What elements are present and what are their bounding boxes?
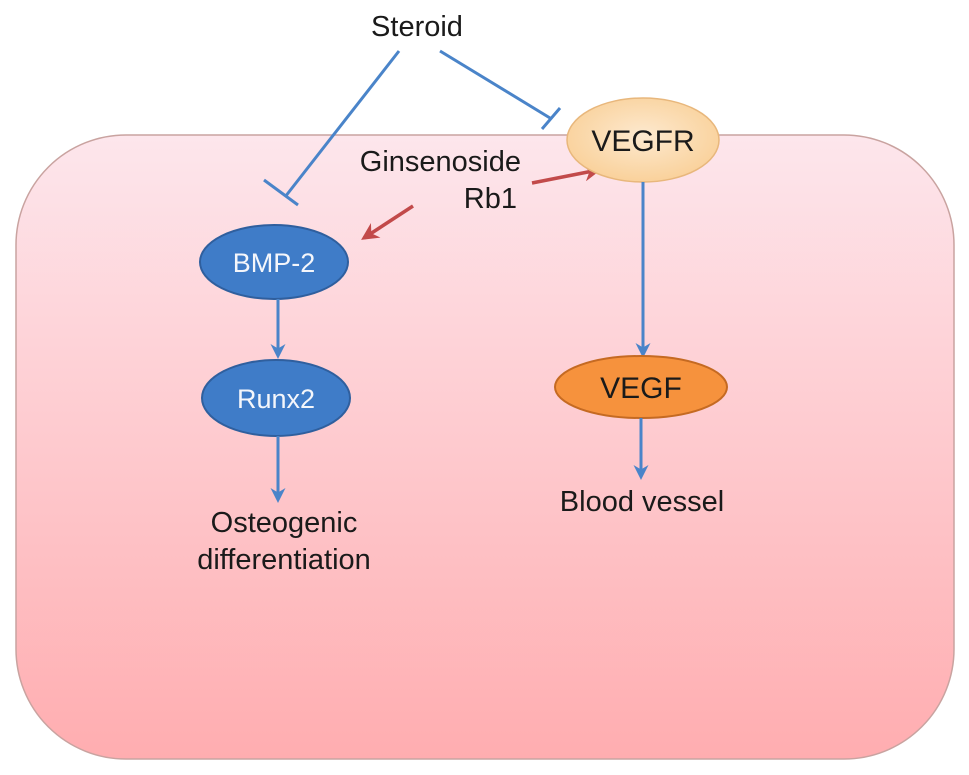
bmp2-label: BMP-2	[233, 248, 316, 278]
steroid-inhibits-vegfr-edge	[439, 49, 562, 130]
vegfr-node: VEGFR	[566, 97, 720, 183]
bmp2-node: BMP-2	[199, 224, 349, 300]
vegf-label: VEGF	[600, 372, 682, 405]
steroid-inhibits-bmp2-edge	[263, 50, 401, 207]
steroid-label: Steroid	[371, 11, 463, 43]
ginsenoside-activates-vegfr-edge	[531, 164, 602, 185]
cell-body	[15, 134, 955, 760]
vegfr-label: VEGFR	[591, 125, 694, 158]
osteogenic-label-line2: differentiation	[197, 544, 371, 576]
runx2-label: Runx2	[237, 384, 315, 414]
ginsenoside-activates-bmp2-edge	[361, 204, 414, 240]
inhibition-bar	[540, 107, 562, 130]
runx2-node: Runx2	[201, 359, 351, 437]
ginsenoside-label-line1: Ginsenoside	[360, 146, 521, 178]
blood-vessel-label: Blood vessel	[560, 486, 724, 518]
osteogenic-label-line1: Osteogenic	[211, 507, 358, 539]
vegf-node: VEGF	[554, 355, 728, 419]
ginsenoside-label-line2: Rb1	[464, 183, 517, 215]
inhibition-bar	[263, 178, 299, 207]
